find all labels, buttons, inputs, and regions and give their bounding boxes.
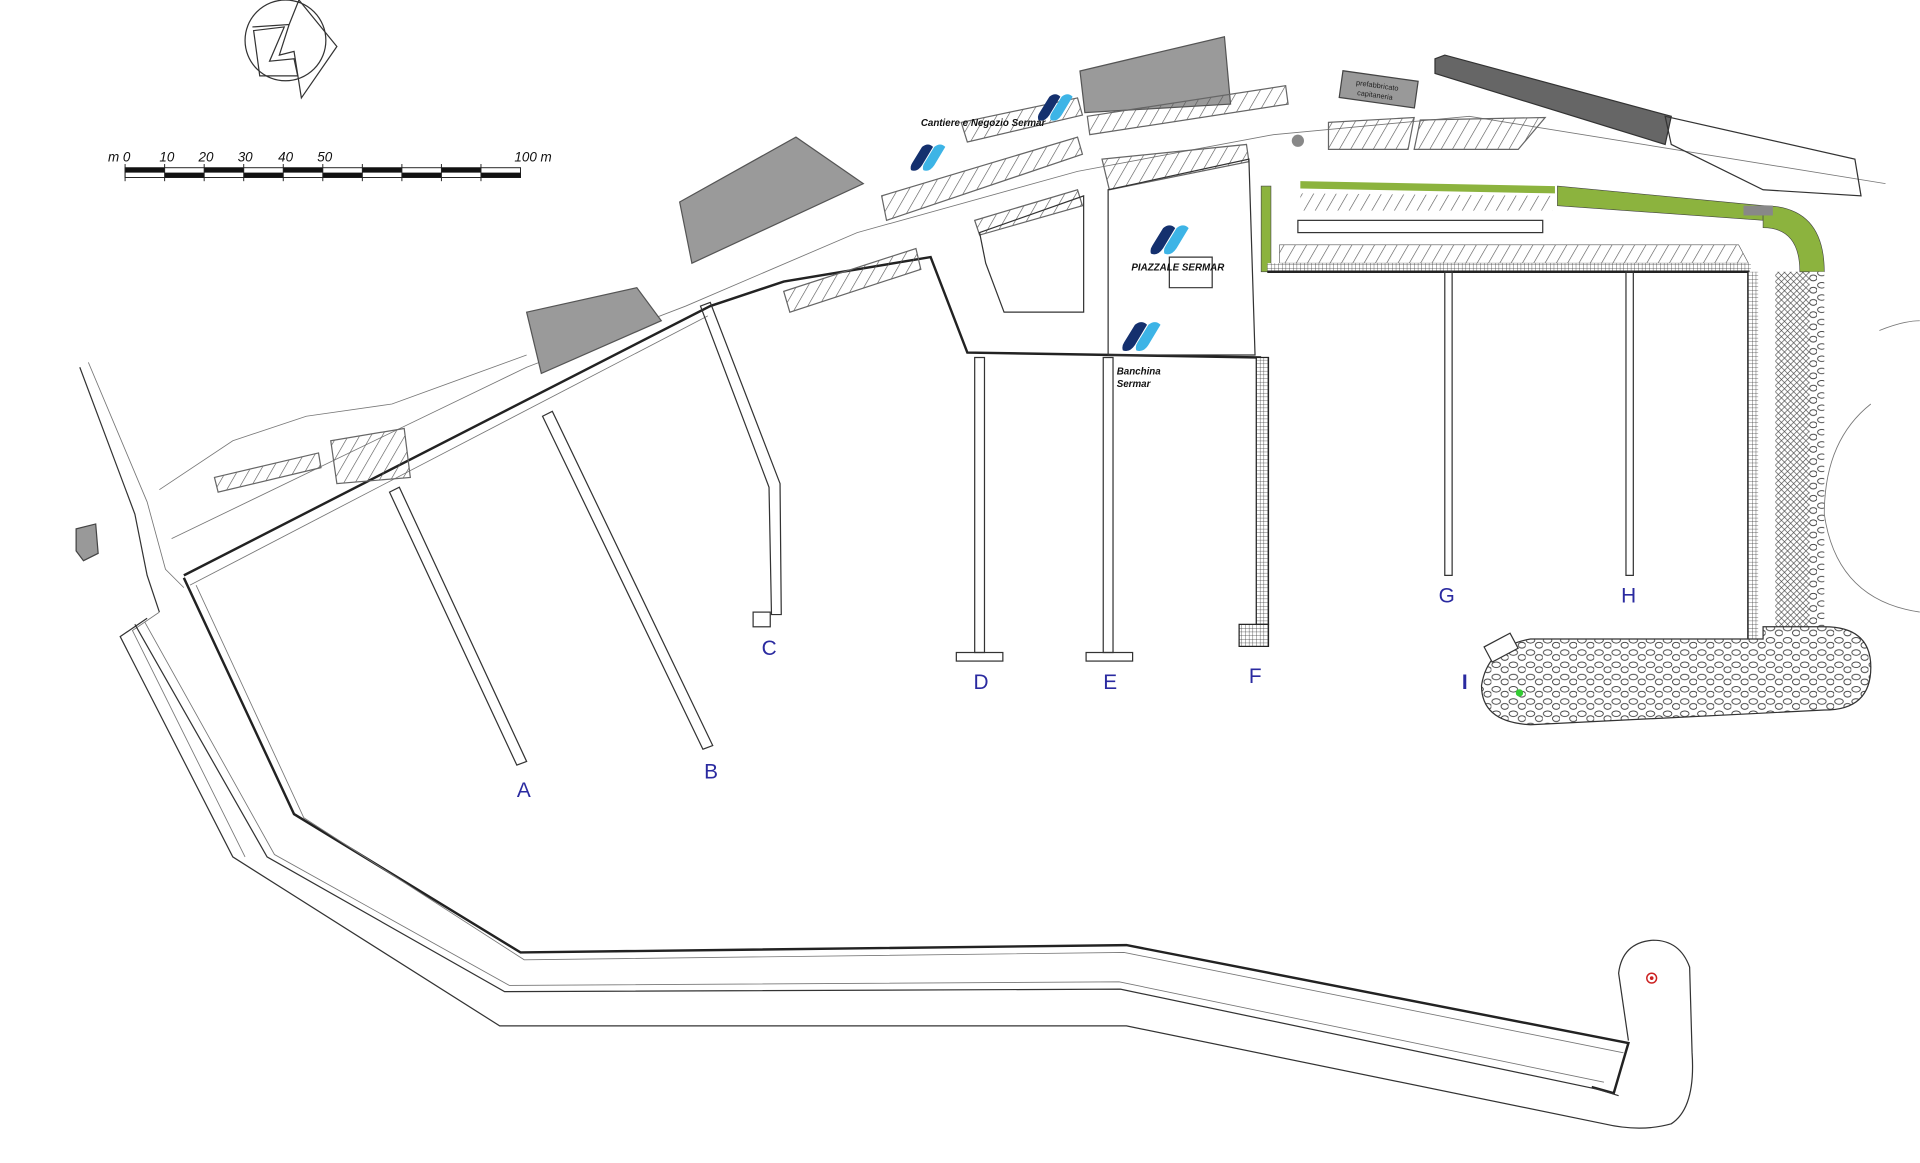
scale-label-start: m 0 [108,150,131,165]
pier-d [974,356,986,654]
scale-segment [441,167,481,173]
pier-labels: A B C D E F G H I [517,584,1636,802]
scale-segment [322,172,363,178]
marina-basin [1267,270,1920,726]
scale-label: 20 [198,150,214,165]
cantiere-label: Cantiere e Negozio Sermar [921,118,1047,129]
pier-b [541,410,714,750]
pier-label-h: H [1621,584,1636,607]
north-quay: prefabbricato capitaneria [159,35,1886,586]
pier-label-e: E [1103,671,1117,694]
pier-label-b: B [704,761,718,784]
scale-label: 50 [317,150,332,165]
pier-label-a: A [517,779,531,802]
banchina-label: Sermar [1117,379,1152,390]
scale-segment [480,172,521,178]
pier-a [388,486,528,766]
scale-segment [204,167,244,173]
rock-breakwater [1480,626,1872,726]
piers [388,271,1634,766]
piazzale-label: PIAZZALE SERMAR [1131,263,1224,274]
lighthouse-icon [1646,972,1658,984]
shoreline [75,362,185,613]
scale-bar: m 0 10 20 30 40 50 100 m [108,150,552,182]
pier-c [699,301,782,616]
pier-label-g: G [1439,584,1455,607]
sermar-logo-icon [910,144,946,171]
scale-label: 10 [159,150,174,165]
pier-h [1625,271,1634,576]
scale-segment [125,167,165,173]
sermar-logo-icon [1150,225,1189,255]
scale-label-end: 100 m [514,150,551,165]
pier-label-f: F [1249,665,1262,688]
pier-label-i: I [1462,671,1468,694]
pier-e [1102,356,1114,654]
scale-segment [283,167,323,173]
pier-label-c: C [762,637,777,660]
parking-area [1260,181,1825,273]
scale-segment [164,172,205,178]
banchina-label: Banchina [1117,367,1162,378]
sermar-logos [910,94,1189,352]
scale-label: 40 [278,150,293,165]
pier-g [1444,271,1453,576]
north-arrow-icon [244,0,338,100]
scale-segment [401,172,442,178]
building [525,287,663,375]
sermar-logo-icon [1037,94,1073,121]
pier-f [1255,356,1270,625]
scale-segment [243,172,284,178]
scale-label: 30 [238,150,253,165]
sermar-logo-icon [1122,322,1161,352]
scale-segment [362,167,402,173]
pier-label-d: D [973,671,988,694]
building [678,136,865,265]
main-breakwater [119,577,1694,1129]
